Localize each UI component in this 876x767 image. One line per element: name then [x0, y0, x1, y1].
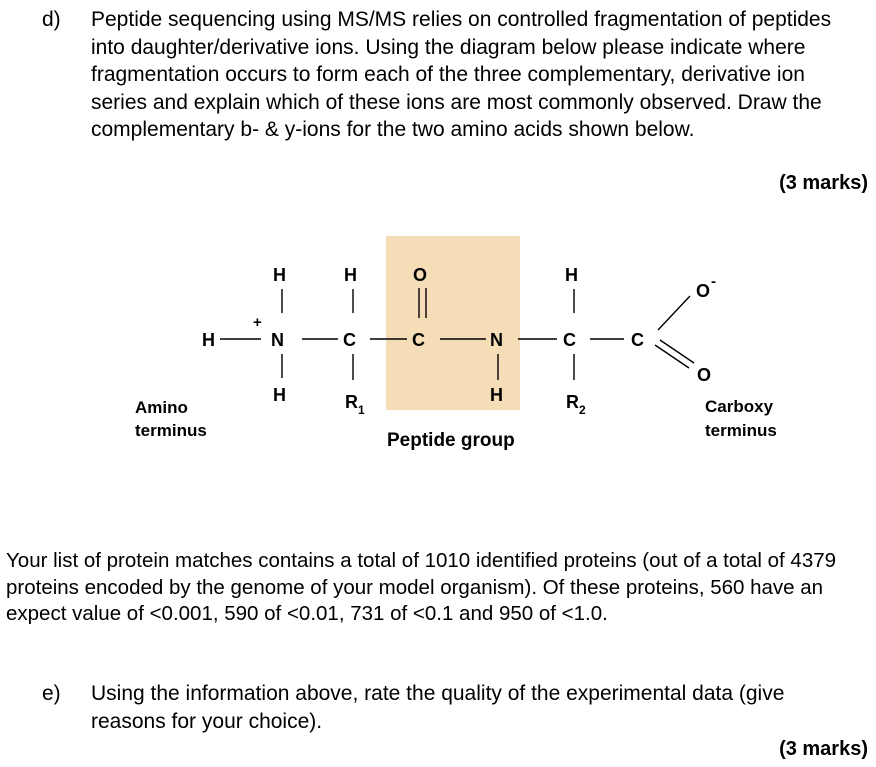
atom-amide-h: H [490, 385, 503, 405]
bond-carboxyl-o-1 [654, 344, 690, 369]
question-d-label: d) [42, 8, 61, 31]
atom-calpha1: C [343, 330, 356, 350]
peptide-group-label: Peptide group [387, 430, 515, 451]
atom-h-terminal: H [202, 330, 215, 350]
atom-carboxyl-o: O [697, 365, 711, 385]
atom-r1-subscript: 1 [358, 403, 365, 417]
atom-r2-subscript: 2 [579, 403, 586, 417]
atom-minus-sign: - [711, 273, 716, 290]
atom-carbonyl-c: C [412, 330, 425, 350]
question-d-text: Peptide sequencing using MS/MS relies on… [91, 8, 832, 141]
question-e-marks: (3 marks) [779, 738, 868, 760]
protein-matches-paragraph: Your list of protein matches contains a … [6, 549, 837, 625]
atom-h-calpha1: H [344, 265, 357, 285]
bond-carboxyl-ominus [657, 295, 691, 331]
question-d-marks: (3 marks) [779, 172, 868, 194]
atom-h-calpha2: H [565, 265, 578, 285]
atom-amide-n: N [490, 330, 503, 350]
atom-n-plus-sign: + [253, 314, 262, 331]
atom-h-n-bottom: H [273, 385, 286, 405]
carboxy-terminus-label-1: Carboxy [705, 397, 774, 416]
peptide-group-highlight [386, 236, 520, 410]
question-e-label: e) [42, 682, 61, 705]
bond-carboxyl-o-2 [659, 339, 695, 364]
atom-r1: R [345, 392, 358, 412]
atom-h-n-top: H [273, 265, 286, 285]
atom-calpha2: C [563, 330, 576, 350]
atom-carbonyl-o: O [413, 265, 427, 285]
amino-terminus-label-2: terminus [135, 421, 207, 440]
question-e-text: Using the information above, rate the qu… [91, 682, 785, 733]
atom-r2: R [566, 392, 579, 412]
atom-o-minus: O [696, 281, 710, 301]
carboxy-terminus-label-2: terminus [705, 421, 777, 440]
amino-terminus-label-1: Amino [135, 398, 188, 417]
atom-carboxyl-c: C [631, 330, 644, 350]
atom-n-terminal: N [271, 330, 284, 350]
